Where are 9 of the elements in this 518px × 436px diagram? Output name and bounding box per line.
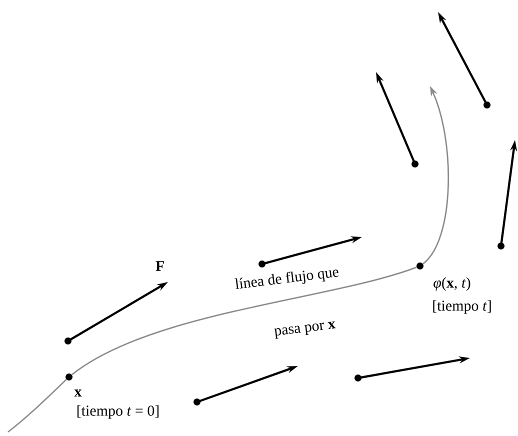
- point-label: [tiempo t = 0]: [77, 405, 159, 419]
- flow-line: [72, 266, 417, 376]
- point-label: φ(x, t): [434, 277, 470, 291]
- vector-label: F: [156, 261, 164, 271]
- flow-line: [8, 379, 67, 433]
- curve-label: línea de flujo que: [234, 270, 339, 289]
- curve-label: pasa por x: [274, 321, 336, 339]
- point-label: x: [74, 390, 82, 396]
- point-label: [tiempo t]: [433, 300, 491, 314]
